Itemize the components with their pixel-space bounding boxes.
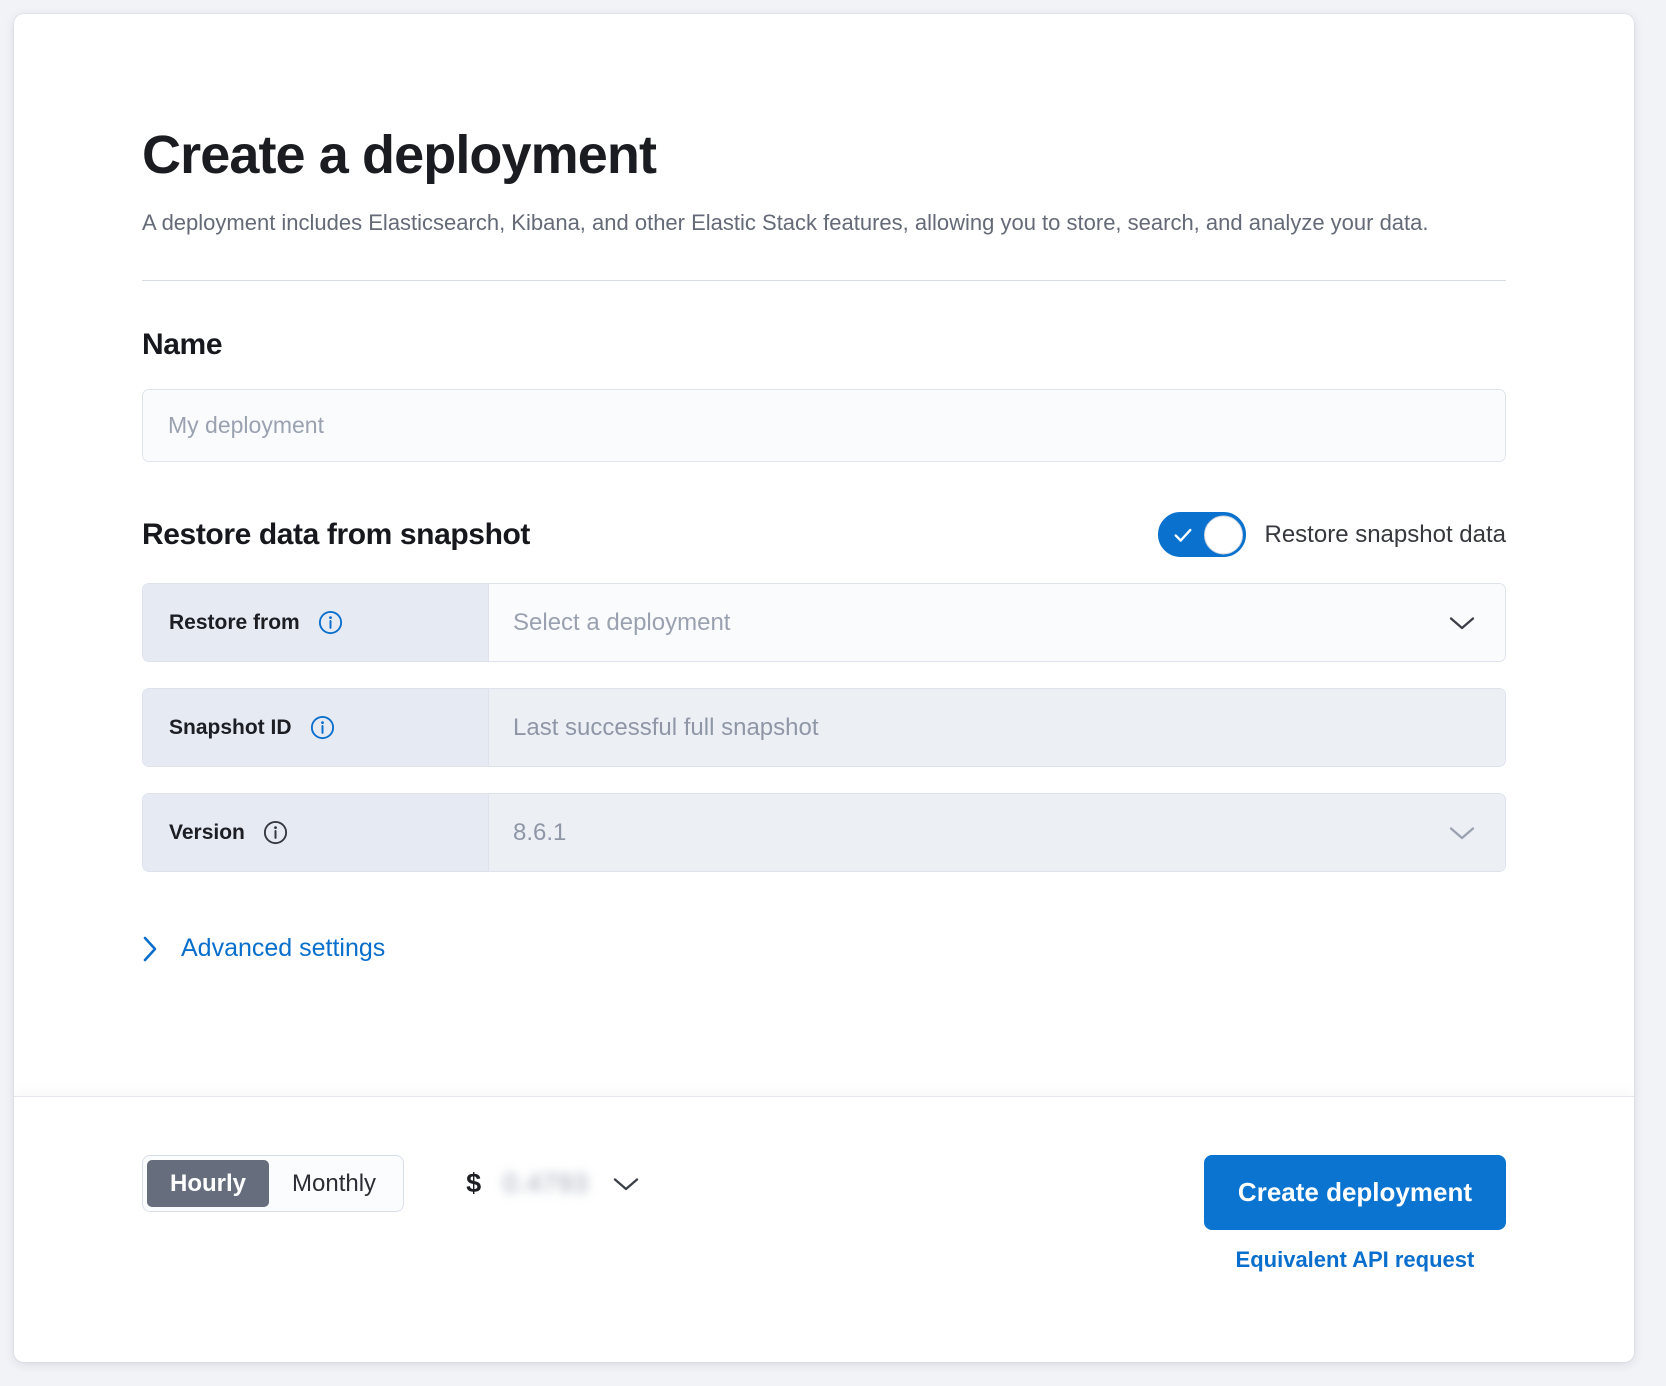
billing-period-toggle[interactable]: Hourly Monthly [142, 1155, 405, 1212]
version-select: 8.6.1 [489, 794, 1505, 872]
footer-left-group: Hourly Monthly $ 0.4793 [142, 1155, 641, 1212]
chevron-down-icon[interactable] [611, 1175, 641, 1193]
deployment-name-input[interactable]: My deployment [142, 389, 1506, 463]
restore-snapshot-toggle-wrap[interactable]: Restore snapshot data [1157, 512, 1507, 558]
version-label-group: Version [143, 794, 489, 872]
version-value: 8.6.1 [513, 818, 567, 846]
footer-right-group: Create deployment Equivalent API request [1203, 1155, 1506, 1273]
page-body: Create a deployment A deployment include… [14, 14, 1634, 1096]
restore-from-value: Select a deployment [513, 608, 731, 636]
restore-section-heading: Restore data from snapshot [142, 517, 531, 551]
restore-from-label: Restore from [169, 610, 300, 634]
restore-section-header: Restore data from snapshot Restore snaps… [142, 512, 1507, 558]
price-amount-redacted: 0.4793 [503, 1168, 589, 1198]
page-subtitle: A deployment includes Elasticsearch, Kib… [142, 210, 1429, 236]
app-window: Create a deployment A deployment include… [14, 14, 1634, 1362]
restore-snapshot-toggle[interactable] [1157, 512, 1246, 558]
snapshot-id-input: Last successful full snapshot [489, 689, 1505, 767]
billing-option-hourly[interactable]: Hourly [147, 1160, 270, 1207]
price-currency-symbol: $ [466, 1168, 482, 1198]
page-footer: Hourly Monthly $ 0.4793 Create deploymen… [14, 1096, 1634, 1362]
advanced-settings-toggle[interactable]: Advanced settings [142, 934, 385, 963]
page-title: Create a deployment [142, 125, 657, 185]
snapshot-id-value: Last successful full snapshot [513, 713, 819, 741]
snapshot-id-row: Snapshot ID Last successful full snapsho… [142, 688, 1506, 768]
chevron-down-icon [1449, 826, 1475, 839]
toggle-knob [1203, 515, 1243, 555]
version-row: Version 8.6.1 [142, 793, 1506, 873]
deployment-name-placeholder: My deployment [168, 412, 324, 439]
info-icon[interactable] [318, 610, 343, 635]
restore-from-select[interactable]: Select a deployment [489, 584, 1505, 662]
snapshot-id-label: Snapshot ID [169, 715, 292, 739]
create-deployment-button[interactable]: Create deployment [1203, 1155, 1506, 1230]
chevron-right-icon [143, 936, 157, 961]
snapshot-id-label-group: Snapshot ID [143, 689, 489, 767]
equivalent-api-request-link[interactable]: Equivalent API request [1235, 1247, 1475, 1272]
name-section-heading: Name [142, 328, 223, 362]
restore-snapshot-toggle-label: Restore snapshot data [1264, 520, 1507, 548]
header-divider [142, 280, 1506, 282]
chevron-down-icon[interactable] [1447, 614, 1477, 632]
restore-from-row[interactable]: Restore from Select a deployment [142, 583, 1506, 663]
restore-from-label-group: Restore from [143, 584, 489, 662]
billing-option-monthly[interactable]: Monthly [292, 1169, 377, 1197]
advanced-settings-label: Advanced settings [181, 934, 386, 963]
price-display[interactable]: $ 0.4793 [466, 1168, 641, 1199]
form-content: Create a deployment A deployment include… [14, 14, 1634, 1029]
content-spacer [142, 963, 1506, 1029]
info-icon[interactable] [263, 820, 288, 845]
info-icon[interactable] [310, 715, 335, 740]
check-icon [1173, 528, 1192, 542]
version-label: Version [169, 820, 245, 844]
